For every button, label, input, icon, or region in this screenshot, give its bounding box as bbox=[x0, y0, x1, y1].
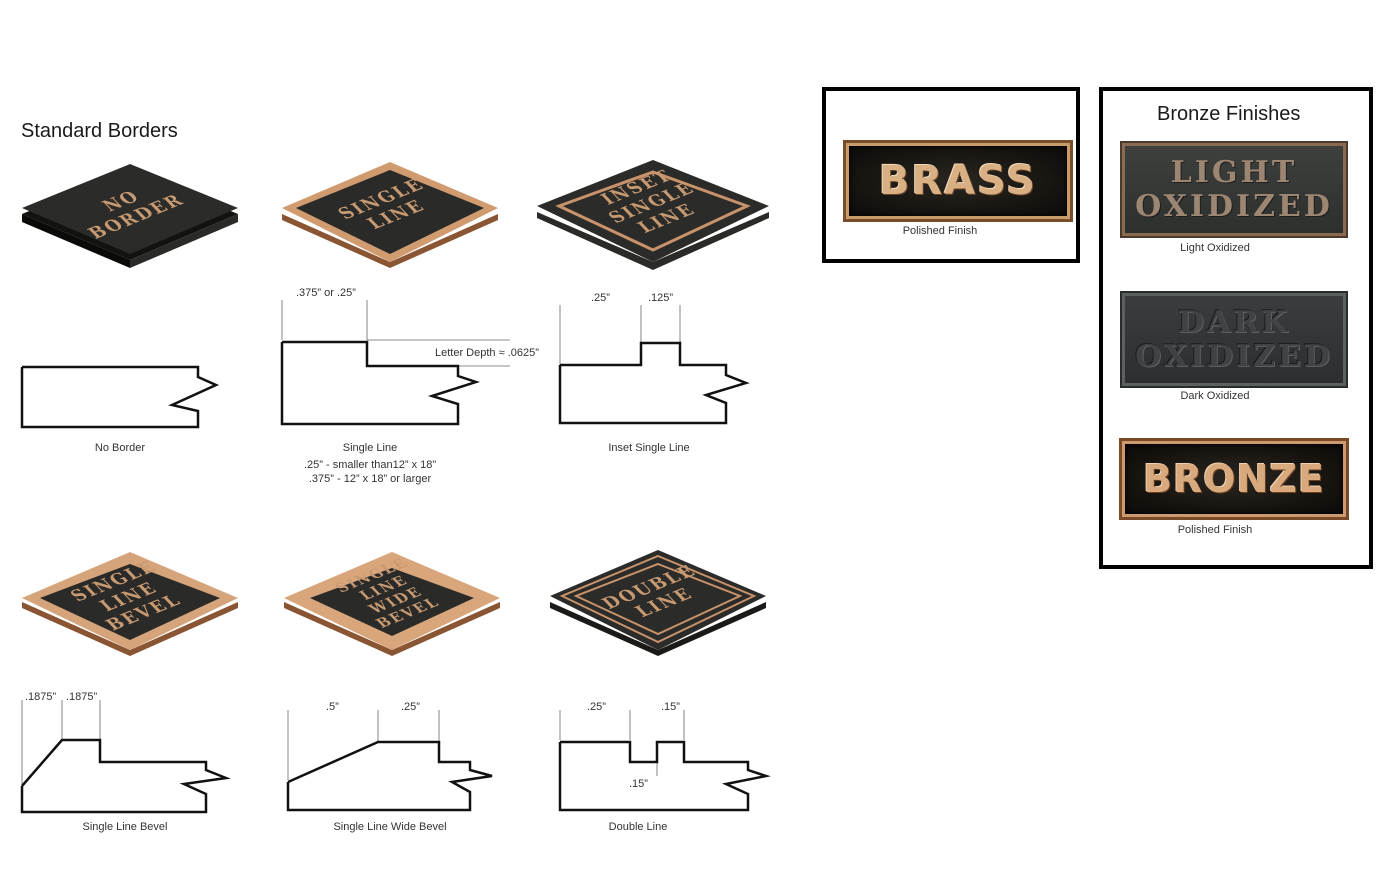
dimension-label: .25” bbox=[591, 292, 610, 304]
dimension-label: .25” bbox=[401, 701, 420, 713]
dimension-label: .5” bbox=[326, 701, 339, 713]
profile-double-line bbox=[558, 710, 771, 812]
dimension-label: .1875” bbox=[25, 691, 57, 703]
brass-plate-text: BRASS bbox=[878, 158, 1038, 204]
brass-plate: BRASS bbox=[846, 143, 1070, 219]
tile-double-line: DOUBLE LINE bbox=[550, 550, 766, 656]
profile-single-line-bevel bbox=[20, 700, 231, 814]
bronze-finishes-heading: Bronze Finishes bbox=[1157, 103, 1301, 125]
dark-oxidized-caption: Dark Oxidized bbox=[1180, 390, 1250, 402]
plate-text-line: BRONZE bbox=[1143, 457, 1325, 501]
dimension-label: .15” bbox=[661, 701, 680, 713]
profile-single-line bbox=[280, 300, 510, 426]
profile-caption: No Border bbox=[94, 442, 146, 454]
profile-caption: Single Line Wide Bevel bbox=[333, 821, 447, 833]
tile-single-line-bevel: SINGLE LINE BEVEL bbox=[22, 552, 238, 656]
tile-no-border: NO BORDER bbox=[22, 164, 238, 268]
dimension-label: .15” bbox=[629, 778, 648, 790]
bronze-polished-plate: BRONZE bbox=[1122, 441, 1346, 517]
profile-caption: Single Line bbox=[342, 442, 398, 454]
plate-text-line: OXIDIZED bbox=[1135, 188, 1333, 224]
dimension-label: .25” bbox=[587, 701, 606, 713]
brass-panel: BRASS Polished Finish bbox=[822, 87, 1080, 263]
profile-note: .25” - smaller than12” x 18” bbox=[303, 459, 437, 471]
brass-caption: Polished Finish bbox=[902, 225, 978, 237]
plate-text-line: LIGHT bbox=[1170, 154, 1298, 190]
dimension-label: .125” bbox=[648, 292, 674, 304]
profile-caption: Double Line bbox=[608, 821, 668, 833]
dark-oxidized-plate: DARK OXIDIZED bbox=[1122, 293, 1346, 386]
tile-single-line-wide-bevel: SINGLE LINE WIDE BEVEL bbox=[284, 552, 500, 656]
bronze-finishes-panel: Bronze Finishes LIGHT OXIDIZED Light Oxi… bbox=[1099, 87, 1373, 569]
profile-no-border bbox=[20, 365, 220, 429]
tile-single-line: SINGLE LINE bbox=[282, 162, 498, 268]
light-oxidized-caption: Light Oxidized bbox=[1180, 242, 1250, 254]
plate-text-line: OXIDIZED bbox=[1135, 338, 1333, 374]
profile-single-line-wide-bevel bbox=[286, 710, 493, 812]
plate-text-line: DARK bbox=[1177, 304, 1291, 340]
dimension-label: .375” or .25” bbox=[296, 287, 356, 299]
profile-caption: Inset Single Line bbox=[608, 442, 690, 454]
dimension-label: .1875” bbox=[66, 691, 98, 703]
standard-borders-heading: Standard Borders bbox=[21, 120, 178, 142]
dimension-label: Letter Depth ≈ .0625” bbox=[435, 347, 539, 359]
light-oxidized-plate: LIGHT OXIDIZED bbox=[1122, 143, 1346, 236]
profile-caption: Single Line Bevel bbox=[82, 821, 168, 833]
profile-note: .375” - 12” x 18” or larger bbox=[308, 473, 432, 485]
bronze-polished-caption: Polished Finish bbox=[1177, 524, 1253, 536]
tile-inset-single-line: INSET SINGLE LINE bbox=[537, 160, 769, 270]
profile-inset-single-line bbox=[558, 305, 750, 425]
